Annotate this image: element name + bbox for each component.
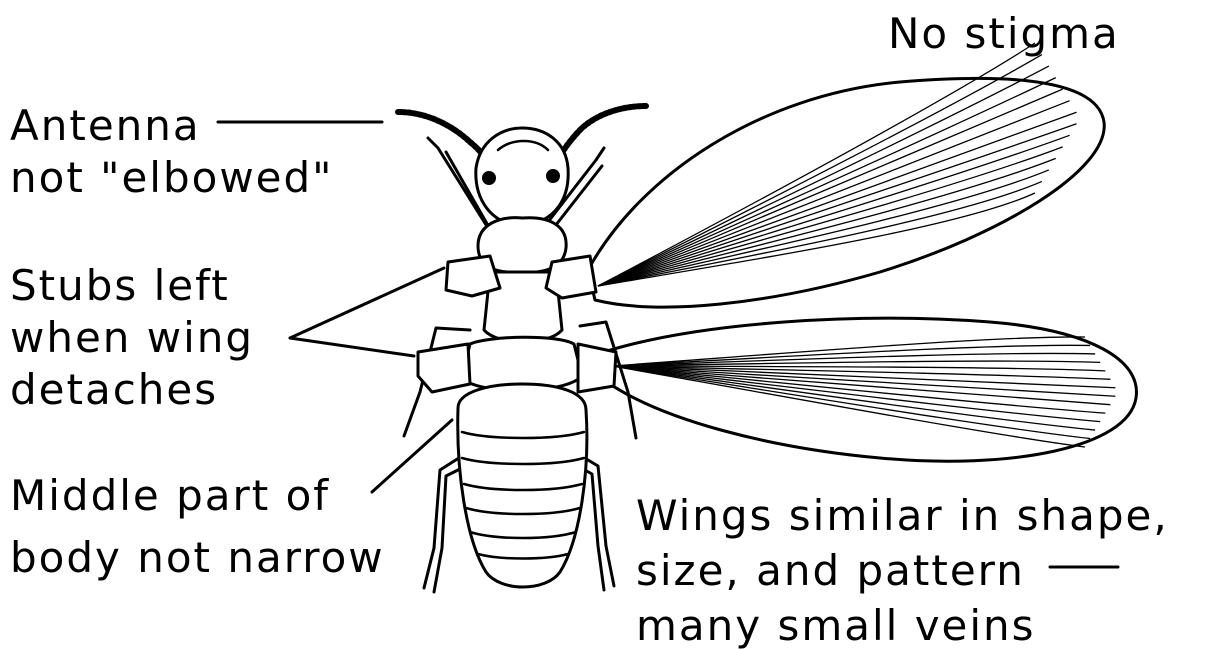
lower-wing xyxy=(604,318,1136,461)
termite-body xyxy=(398,106,646,592)
leader-stubs-lower xyxy=(290,338,414,356)
abdomen xyxy=(458,384,587,587)
right-upper-wing-stub xyxy=(546,256,596,298)
leader-stubs-upper xyxy=(290,268,444,338)
label-body-not-narrow: body not narrow xyxy=(10,533,385,582)
label-antenna: Antenna xyxy=(10,101,201,150)
label-many-small-veins: many small veins xyxy=(636,601,1036,649)
label-wings-similar: Wings similar in shape, xyxy=(636,491,1169,540)
label-no-stigma: No stigma xyxy=(888,9,1120,58)
label-antenna-not-elbowed: not "elbowed" xyxy=(10,153,334,202)
label-size-pattern: size, and pattern xyxy=(636,546,1025,595)
label-stubs-left: Stubs left xyxy=(10,261,230,310)
label-middle-part: Middle part of xyxy=(10,471,330,520)
right-eye xyxy=(546,169,560,183)
left-upper-wing-stub xyxy=(446,256,500,296)
label-when-wing: when wing xyxy=(10,313,254,362)
label-detaches: detaches xyxy=(10,365,218,414)
left-lower-wing-stub xyxy=(418,344,470,392)
left-eye xyxy=(482,171,496,185)
right-lower-wing-stub xyxy=(578,344,616,392)
upper-wing xyxy=(588,43,1104,307)
